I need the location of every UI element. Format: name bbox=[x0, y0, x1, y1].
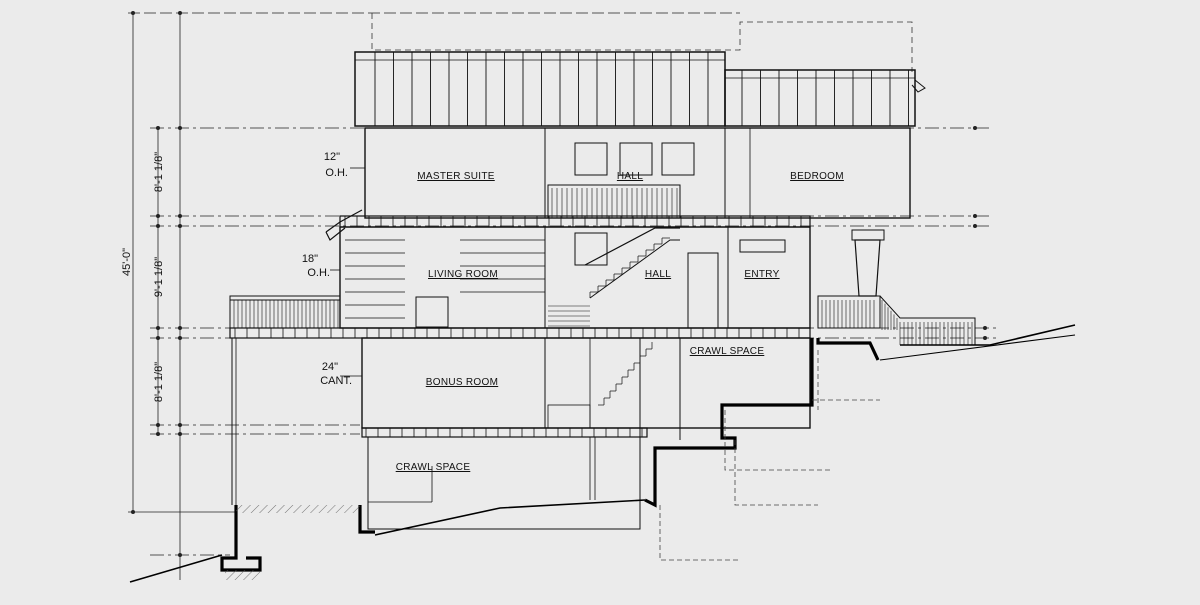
lower-floor bbox=[361, 337, 811, 440]
entry-label: ENTRY bbox=[744, 269, 779, 280]
main-overhang-size: 18" bbox=[302, 253, 318, 265]
upper-hall-label: HALL bbox=[617, 171, 643, 182]
upper-overhang-unit: O.H. bbox=[325, 167, 348, 179]
main-floor-height-label: 9'-1 1/8" bbox=[153, 257, 165, 297]
main-floor bbox=[229, 226, 811, 339]
lower-crawl-space-label: CRAWL SPACE bbox=[396, 462, 471, 473]
main-overhang-unit: O.H. bbox=[307, 267, 330, 279]
roof-outline bbox=[371, 13, 913, 72]
living-room-label: LIVING ROOM bbox=[428, 269, 498, 280]
eave-bracket bbox=[325, 209, 363, 241]
lower-floor-labels: BONUS ROOM CRAWL SPACE bbox=[426, 346, 765, 388]
lower-floor-height-label: 8'-1 1/8" bbox=[153, 362, 165, 402]
bonus-room-label: BONUS ROOM bbox=[426, 377, 498, 388]
upper-overhang-note: 12" O.H. bbox=[324, 151, 365, 179]
upper-floor bbox=[339, 127, 911, 228]
left-deck bbox=[229, 295, 341, 505]
cantilever-size: 24" bbox=[322, 361, 338, 373]
main-hall-label: HALL bbox=[645, 269, 671, 280]
upper-floor-labels: MASTER SUITE HALL BEDROOM bbox=[417, 171, 844, 182]
upper-overhang-size: 12" bbox=[324, 151, 340, 163]
crawl-space bbox=[367, 436, 641, 530]
roof-framing bbox=[354, 51, 926, 127]
upper-crawl-space-label: CRAWL SPACE bbox=[690, 346, 765, 357]
cantilever-note: 24" CANT. bbox=[320, 361, 362, 387]
grade-line bbox=[129, 324, 1076, 583]
main-overhang-note: 18" O.H. bbox=[302, 253, 340, 279]
cantilever-unit: CANT. bbox=[320, 375, 352, 387]
master-suite-label: MASTER SUITE bbox=[417, 171, 495, 182]
upper-floor-height-label: 8'-1 1/8" bbox=[153, 152, 165, 192]
main-floor-labels: LIVING ROOM HALL ENTRY bbox=[428, 269, 779, 280]
dimension-markers bbox=[131, 11, 987, 557]
overall-height-label: 45'-0" bbox=[121, 248, 133, 276]
right-porch bbox=[817, 229, 976, 346]
bedroom-label: BEDROOM bbox=[790, 171, 844, 182]
foundation-walls bbox=[220, 338, 880, 572]
footing-dashes bbox=[659, 350, 880, 561]
ground-hatch bbox=[225, 505, 360, 580]
